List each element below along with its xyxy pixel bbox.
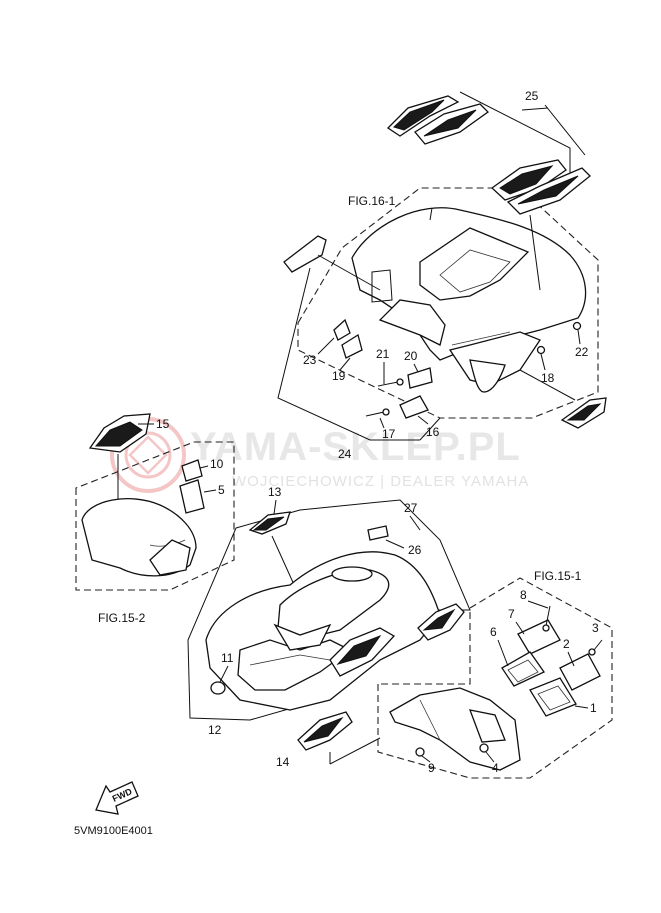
fig-ref-16-1: FIG.16-1 xyxy=(348,194,396,208)
callout-23: 23 xyxy=(303,353,317,367)
watermark-title: YAMA-SKLEP.PL xyxy=(190,425,521,469)
callout-16: 16 xyxy=(426,425,440,439)
fwd-arrow: FWD xyxy=(95,781,139,815)
callout-20: 20 xyxy=(404,349,418,363)
callout-2: 2 xyxy=(563,637,570,651)
callout-12: 12 xyxy=(208,723,222,737)
callout-3: 3 xyxy=(592,621,599,635)
diagram-code: 5VM9100E4001 xyxy=(74,825,153,837)
callout-24: 24 xyxy=(338,447,352,461)
front-panel-group xyxy=(377,577,613,779)
callout-11: 11 xyxy=(221,651,234,665)
callout-25: 25 xyxy=(525,89,539,103)
callout-18: 18 xyxy=(541,371,555,385)
watermark: YAMA-SKLEP.PL WOJCIECHOWICZ | DEALER YAM… xyxy=(110,417,529,493)
callout-26: 26 xyxy=(408,543,422,557)
callout-9: 9 xyxy=(428,761,435,775)
callout-8: 8 xyxy=(520,588,527,602)
callout-22: 22 xyxy=(575,345,589,359)
callout-19: 19 xyxy=(332,369,346,383)
callout-6: 6 xyxy=(490,625,497,639)
callout-27: 27 xyxy=(404,501,418,515)
fig-ref-15-1: FIG.15-1 xyxy=(534,569,582,583)
callout-14: 14 xyxy=(276,755,290,769)
callout-17: 17 xyxy=(382,427,396,441)
fig-ref-15-2: FIG.15-2 xyxy=(98,611,146,625)
rear-fender-group xyxy=(277,91,607,441)
callout-1: 1 xyxy=(590,701,597,715)
watermark-subtitle: WOJCIECHOWICZ | DEALER YAMAHA xyxy=(232,473,529,490)
callout-15: 15 xyxy=(156,417,170,431)
seat-group xyxy=(75,413,235,591)
front-fender-group xyxy=(187,499,471,765)
callout-10: 10 xyxy=(210,457,224,471)
callout-13: 13 xyxy=(268,485,282,499)
callouts: 1 2 3 4 5 6 7 8 9 10 11 12 13 14 15 16 1… xyxy=(138,89,599,775)
callout-5: 5 xyxy=(218,483,225,497)
callout-21: 21 xyxy=(376,347,390,361)
callout-4: 4 xyxy=(492,761,499,775)
callout-7: 7 xyxy=(508,607,515,621)
